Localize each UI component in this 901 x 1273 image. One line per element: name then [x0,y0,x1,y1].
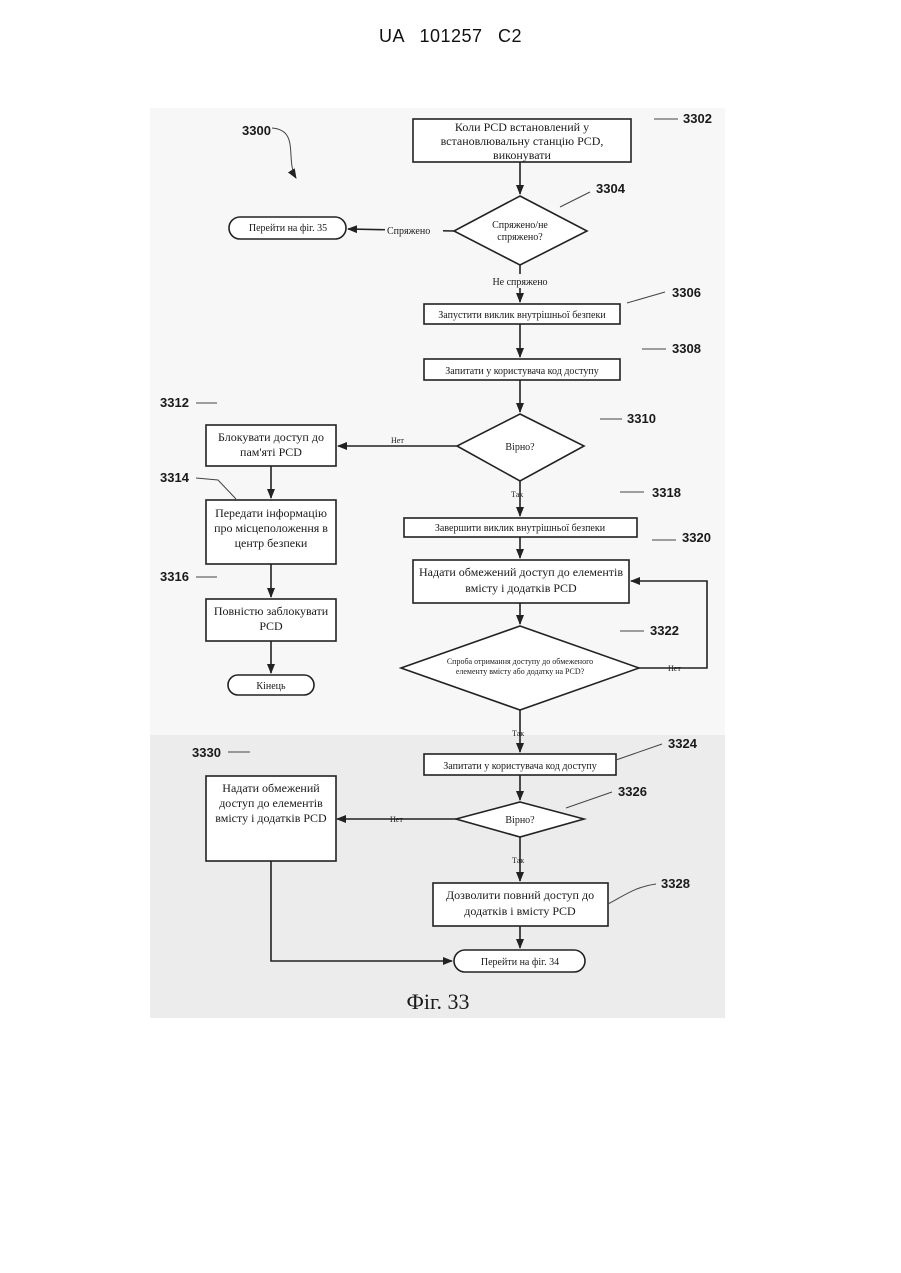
decision-3322-line-2: елементу вмісту або додатку на PCD? [456,667,585,676]
node-3328-line-2: додатків і вмісту PCD [464,904,576,918]
edge-label-no-3310: Нет [391,436,404,445]
node-3314-line-3: центр безпеки [235,536,308,550]
ref-3326: 3326 [618,784,647,799]
node-3330-line-2: доступ до елементів [219,796,323,810]
edge-label-yes-3326: Так [512,856,524,865]
edge-label-yes-3322: Так [512,729,524,738]
ref-3316: 3316 [160,569,189,584]
node-3316-line-1: Повністю заблокувати [214,604,329,618]
node-3308-label: Запитати у користувача код доступу [445,366,598,377]
node-3330-line-3: вмісту і додатків PCD [215,811,327,825]
ref-3330: 3330 [192,745,221,760]
decision-3310-label: Вірно? [505,442,535,453]
ref-3312: 3312 [160,395,189,410]
decision-3304-line-2: спряжено? [497,232,543,243]
ref-3324: 3324 [668,736,698,751]
node-3318-label: Завершити виклик внутрішньої безпеки [435,523,606,534]
goto-fig-34-label: Перейти на фіг. 34 [481,957,559,968]
end-terminal-label: Кінець [256,681,286,692]
ref-3310: 3310 [627,411,656,426]
ref-3320: 3320 [682,530,711,545]
edge-label-no-3326: Нет [390,815,403,824]
node-3302-line-3: виконувати [493,148,551,162]
node-3314-line-2: про місцеположення в [214,521,328,535]
decision-3326-label: Вірно? [505,815,535,826]
node-3314-line-1: Передати інформацію [215,506,327,520]
ref-3306: 3306 [672,285,701,300]
decision-3304-line-1: Спряжено/не [492,220,548,231]
edge-label-no-3322: Нет [668,664,681,673]
node-3312-line-2: пам'яті PCD [240,445,302,459]
node-3316-line-2: PCD [259,619,283,633]
edge-label-yes-3310: Так [511,490,523,499]
figure-caption: Фіг. 33 [406,989,469,1014]
ref-3302: 3302 [683,111,712,126]
node-3302-line-2: встановлювальну станцію PCD, [441,134,604,148]
ref-3318: 3318 [652,485,681,500]
node-3328-line-1: Дозволити повний доступ до [446,888,594,902]
node-3320-line-1: Надати обмежений доступ до елементів [419,565,623,579]
node-3306-label: Запустити виклик внутрішньої безпеки [438,310,606,321]
ref-3322: 3322 [650,623,679,638]
goto-fig-35-label: Перейти на фіг. 35 [249,223,327,234]
decision-3322-line-1: Спроба отримання доступу до обмеженого [447,657,593,666]
ref-3300: 3300 [242,123,271,138]
ref-3314: 3314 [160,470,190,485]
edge-label-paired: Спряжено [387,226,430,237]
node-3312-line-1: Блокувати доступ до [218,430,324,444]
ref-3304: 3304 [596,181,626,196]
node-3320-line-2: вмісту і додатків PCD [465,581,577,595]
node-3330-line-1: Надати обмежений [222,781,320,795]
node-3302-line-1: Коли PCD встановлений у [455,120,589,134]
edge-label-not-paired: Не спряжено [492,277,547,288]
ref-3308: 3308 [672,341,701,356]
ref-3328: 3328 [661,876,690,891]
node-3324-label: Запитати у користувача код доступу [443,761,596,772]
